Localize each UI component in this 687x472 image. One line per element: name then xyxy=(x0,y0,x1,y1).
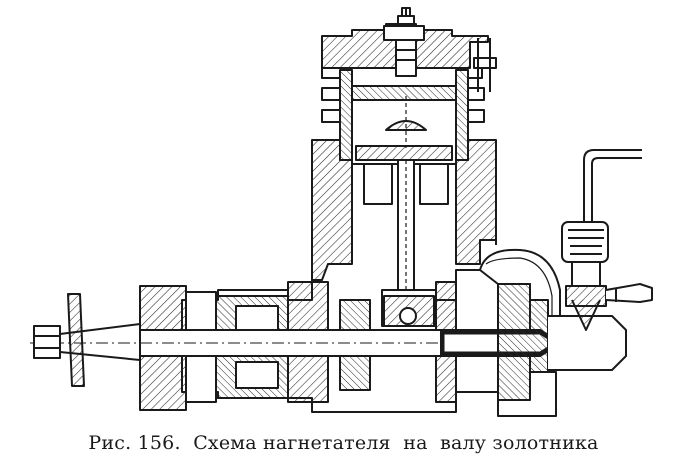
cooling-fins xyxy=(321,68,485,161)
fuel-cup xyxy=(561,221,609,307)
flywheel-disc xyxy=(67,293,85,387)
figure-caption: Рис. 156. Схема нагнетателя на валу золо… xyxy=(0,432,687,462)
piston xyxy=(351,85,457,205)
caption-text: Схема нагнетателя на валу золотника xyxy=(193,432,599,454)
cylinder-head xyxy=(321,7,497,92)
hex-nut xyxy=(33,325,61,359)
caption-prefix: Рис. 156. xyxy=(88,432,187,454)
cylinder-body xyxy=(311,139,497,282)
fuel-pipe xyxy=(583,149,653,303)
nozzle xyxy=(497,283,627,401)
blower-diagram xyxy=(30,7,653,417)
transfer-channel xyxy=(479,248,561,316)
connecting-rod xyxy=(381,159,437,327)
